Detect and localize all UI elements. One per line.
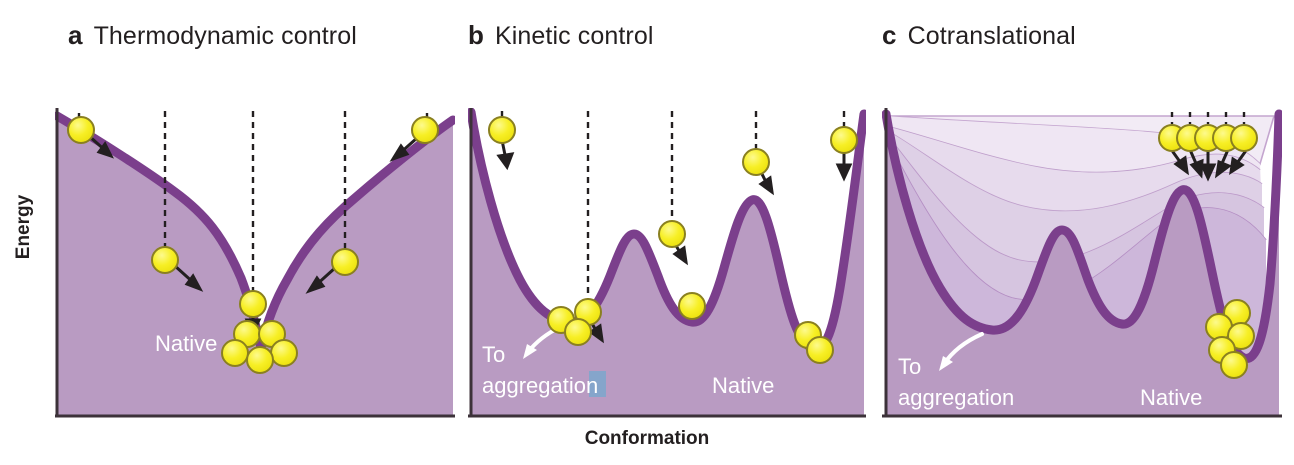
ball (151, 246, 179, 274)
panel-b-energy-area (471, 112, 864, 416)
ball (239, 290, 267, 318)
panel-b-trap-cluster (547, 306, 592, 346)
panel-a-native-cluster (221, 320, 298, 374)
ball (742, 148, 770, 176)
ball (658, 220, 686, 248)
panel-c-balls-second-row (1158, 124, 1258, 152)
panel-c-descent-arrows (1171, 150, 1247, 182)
panel-b-to-label: To (482, 342, 505, 367)
ball (488, 116, 516, 144)
panel-a-plot: Native (55, 108, 455, 418)
ball (678, 292, 706, 320)
ball (806, 336, 834, 364)
panel-b-native-cluster (794, 321, 834, 364)
panel-a-energy-area (57, 116, 453, 416)
ball (1230, 124, 1258, 152)
panel-c-native-cluster (1205, 299, 1255, 379)
panel-a-letter: a (68, 20, 83, 50)
panel-c-to-label: To (898, 354, 921, 379)
panel-b-trajectory-guides (500, 108, 846, 314)
ball (830, 126, 858, 154)
panel-c-plot: To aggregation Native (882, 108, 1282, 418)
ball (564, 318, 592, 346)
panel-c-energy-curve (882, 109, 1282, 363)
panel-a-native-label: Native (155, 331, 217, 356)
panel-c-aggregation-label: aggregation (898, 385, 1014, 410)
ball (270, 339, 298, 367)
panel-c-nested-layers (882, 109, 1282, 416)
ball (1227, 322, 1255, 350)
text-selection-highlight (589, 371, 606, 397)
panel-c-letter: c (882, 20, 897, 50)
y-axis-label: Energy (13, 194, 34, 260)
panel-a-descent-arrows (87, 134, 419, 337)
panel-c-aggregation-arrowhead (939, 356, 953, 371)
panel-b-title-text: Kinetic control (494, 22, 654, 50)
panel-b-landscape (468, 108, 866, 416)
panel-a-title: a Thermodynamic control (68, 20, 357, 51)
panel-b-middle-well-ball (678, 292, 706, 320)
panel-b-balls-on-slope (488, 116, 858, 326)
ball (1220, 351, 1248, 379)
ball (411, 116, 439, 144)
panel-c-native-label: Native (1140, 385, 1202, 410)
panel-c-title: c Cotranslational (882, 20, 1076, 51)
ball (246, 346, 274, 374)
panel-b-letter: b (468, 20, 484, 50)
panel-a-balls-on-slope (67, 116, 439, 318)
ball (67, 116, 95, 144)
ball (221, 339, 249, 367)
panel-c-title-text: Cotranslational (907, 22, 1076, 50)
panel-c-trajectory-guides (1170, 108, 1246, 124)
panel-b-aggregation-label: aggregation (482, 373, 598, 398)
panel-a-title-text: Thermodynamic control (93, 22, 357, 50)
panel-b-title: b Kinetic control (468, 20, 654, 51)
panel-b-aggregation-arrowhead (523, 344, 537, 359)
x-axis-label: Conformation (584, 428, 710, 449)
panel-b-plot: To aggregation Native (468, 108, 866, 418)
panel-b-native-label: Native (712, 373, 774, 398)
ball (331, 248, 359, 276)
